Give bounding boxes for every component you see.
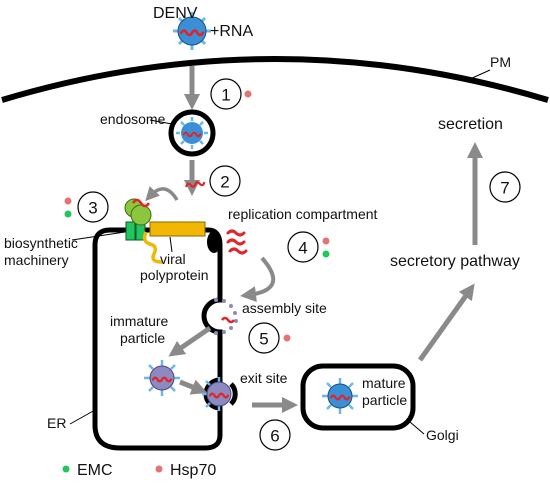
endosome xyxy=(168,109,216,157)
er-label: ER xyxy=(47,415,66,431)
secretory-label: secretory pathway xyxy=(390,253,520,270)
rna-label: +RNA xyxy=(210,23,253,40)
biosynthetic-leader xyxy=(71,231,126,241)
hsp70-dot-step4 xyxy=(322,237,330,245)
polyprotein-label-2: polyprotein xyxy=(140,267,209,283)
step-6: 6 xyxy=(259,419,291,451)
exit-site-label: exit site xyxy=(240,370,288,386)
immature-label-1: immature xyxy=(110,313,169,329)
plasma-membrane xyxy=(1,56,549,103)
assembly-label: assembly site xyxy=(242,300,327,316)
hsp70-dot-step3 xyxy=(64,197,72,205)
mature-label-2: particle xyxy=(362,392,407,408)
legend-emc-label: EMC xyxy=(77,462,113,479)
mature-particle xyxy=(322,378,358,414)
step-5: 5 xyxy=(248,322,280,354)
biosynthetic-label-1: biosynthetic xyxy=(4,235,78,251)
golgi-label: Golgi xyxy=(426,427,459,443)
arrow-translation xyxy=(145,186,179,202)
er-membrane xyxy=(92,227,223,451)
step-1-number: 1 xyxy=(221,86,230,105)
step-2-number: 2 xyxy=(220,173,229,192)
released-rna xyxy=(184,179,206,190)
endosome-leader xyxy=(149,119,173,125)
legend-hsp70-label: Hsp70 xyxy=(170,462,216,479)
arrow-release-immature xyxy=(168,325,212,357)
arrow-to-assembly xyxy=(240,256,276,302)
arrow-secretory xyxy=(417,283,475,362)
step-6-number: 6 xyxy=(270,427,279,446)
mature-label-1: mature xyxy=(362,375,406,391)
pm-label: PM xyxy=(490,54,511,70)
step-1: 1 xyxy=(210,78,242,110)
er-leader xyxy=(69,409,96,425)
step-7-number: 7 xyxy=(500,179,509,198)
legend: EMC Hsp70 xyxy=(62,462,216,479)
replication-compartment xyxy=(207,231,221,253)
polyprotein-leader xyxy=(169,236,173,253)
biosynthetic-label-2: machinery xyxy=(4,252,69,268)
replication-label: replication compartment xyxy=(228,206,378,222)
secretion-label: secretion xyxy=(438,116,503,133)
step-2: 2 xyxy=(209,165,241,197)
step-4-number: 4 xyxy=(298,239,307,258)
step-7: 7 xyxy=(489,171,521,203)
pm-leader xyxy=(469,69,491,80)
legend-hsp70-swatch xyxy=(155,465,163,473)
denv-label: DENV xyxy=(153,5,198,22)
step-4: 4 xyxy=(287,231,319,263)
endosome-label: endosome xyxy=(100,111,166,127)
legend-emc-swatch xyxy=(62,465,70,473)
arrow-to-exit xyxy=(179,379,208,395)
step-3: 3 xyxy=(77,191,109,223)
exit-site-particle xyxy=(202,377,238,411)
emc-dot-step4 xyxy=(322,250,330,258)
assembly-site xyxy=(214,298,238,335)
immature-label-2: particle xyxy=(120,330,165,346)
emc-dot-step3 xyxy=(64,210,72,218)
biosynthetic-machinery xyxy=(124,198,206,264)
step-3-number: 3 xyxy=(88,199,97,218)
hsp70-dot-step1 xyxy=(244,90,252,98)
hsp70-dot-step5 xyxy=(283,334,291,342)
golgi-leader xyxy=(409,421,425,435)
denv-virion xyxy=(173,12,211,50)
replicated-rna xyxy=(226,229,248,255)
polyprotein-label-1: viral xyxy=(160,251,186,267)
immature-particle xyxy=(144,360,180,396)
step-5-number: 5 xyxy=(259,330,268,349)
